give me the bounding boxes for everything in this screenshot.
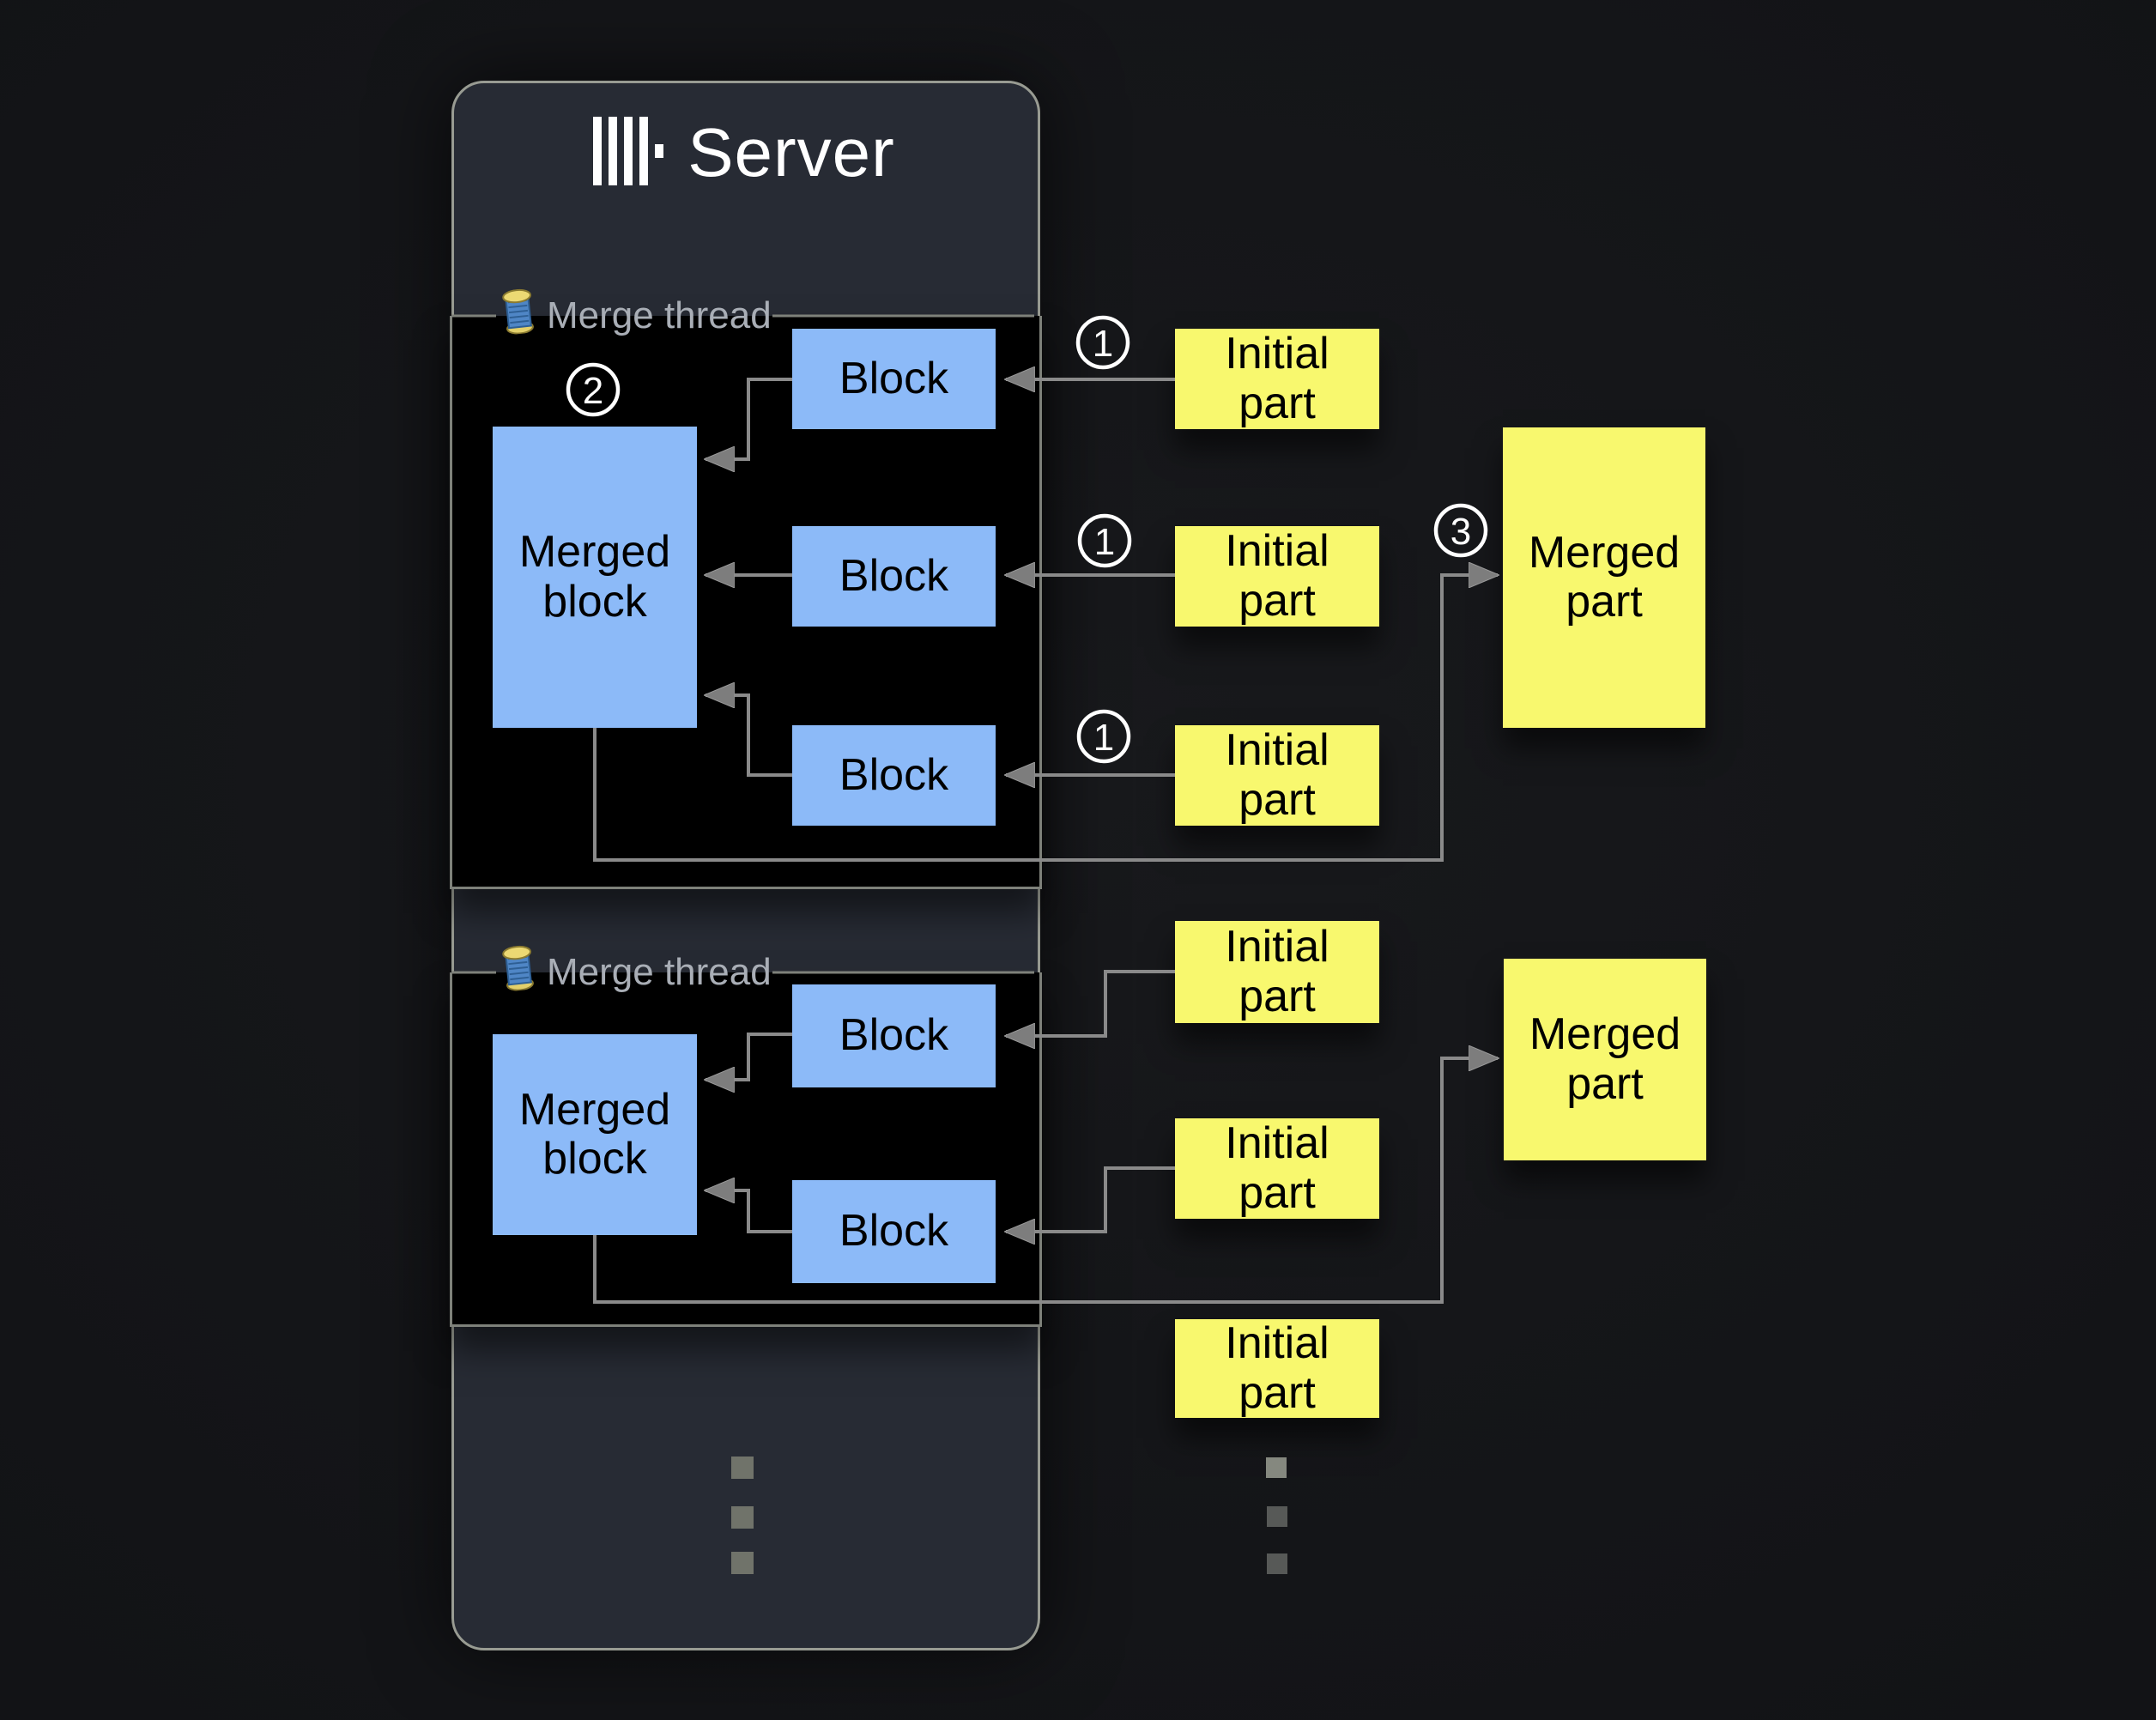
vertical-dots <box>731 1457 754 1479</box>
vertical-dots <box>731 1552 754 1574</box>
merge-thread-legend-2: Merge thread <box>502 945 772 996</box>
merged-part-1: Merged part <box>1503 427 1705 728</box>
step-badge-3: 3 <box>1433 503 1488 558</box>
block-1-3: Block <box>792 725 996 826</box>
initial-part-2-2: Initial part <box>1175 1118 1379 1219</box>
initial-part-2-3: Initial part <box>1175 1319 1379 1418</box>
vertical-dots <box>1266 1457 1287 1478</box>
server-header: Server <box>451 101 1035 204</box>
thread-spool-icon <box>502 288 535 343</box>
block-2-1: Block <box>792 984 996 1087</box>
step-badge-1a: 1 <box>1075 315 1130 370</box>
block-1-2: Block <box>792 526 996 627</box>
block-1-1: Block <box>792 329 996 429</box>
thread-spool-icon <box>502 945 535 1000</box>
merged-part-2: Merged part <box>1504 959 1706 1160</box>
block-2-2: Block <box>792 1180 996 1283</box>
vertical-dots <box>731 1506 754 1529</box>
merge-thread-legend-1: Merge thread <box>502 288 772 343</box>
merged-block-2: Merged block <box>493 1034 697 1235</box>
initial-part-1-1: Initial part <box>1175 329 1379 429</box>
merge-thread-label: Merge thread <box>547 294 772 336</box>
merged-block-1: Merged block <box>493 427 697 728</box>
step-badge-1b: 1 <box>1077 513 1132 568</box>
step-badge-1c: 1 <box>1076 709 1131 764</box>
server-title: Server <box>687 114 895 191</box>
svg-text:3: 3 <box>1450 511 1471 553</box>
svg-text:1: 1 <box>1094 521 1115 563</box>
merge-thread-label: Merge thread <box>547 951 772 993</box>
initial-part-2-1: Initial part <box>1175 921 1379 1023</box>
vertical-dots <box>1267 1506 1287 1527</box>
initial-part-1-2: Initial part <box>1175 526 1379 627</box>
clickhouse-logo-icon <box>591 115 665 191</box>
svg-text:1: 1 <box>1093 717 1114 759</box>
initial-part-1-3: Initial part <box>1175 725 1379 826</box>
svg-text:1: 1 <box>1093 323 1113 365</box>
vertical-dots <box>1267 1553 1287 1574</box>
